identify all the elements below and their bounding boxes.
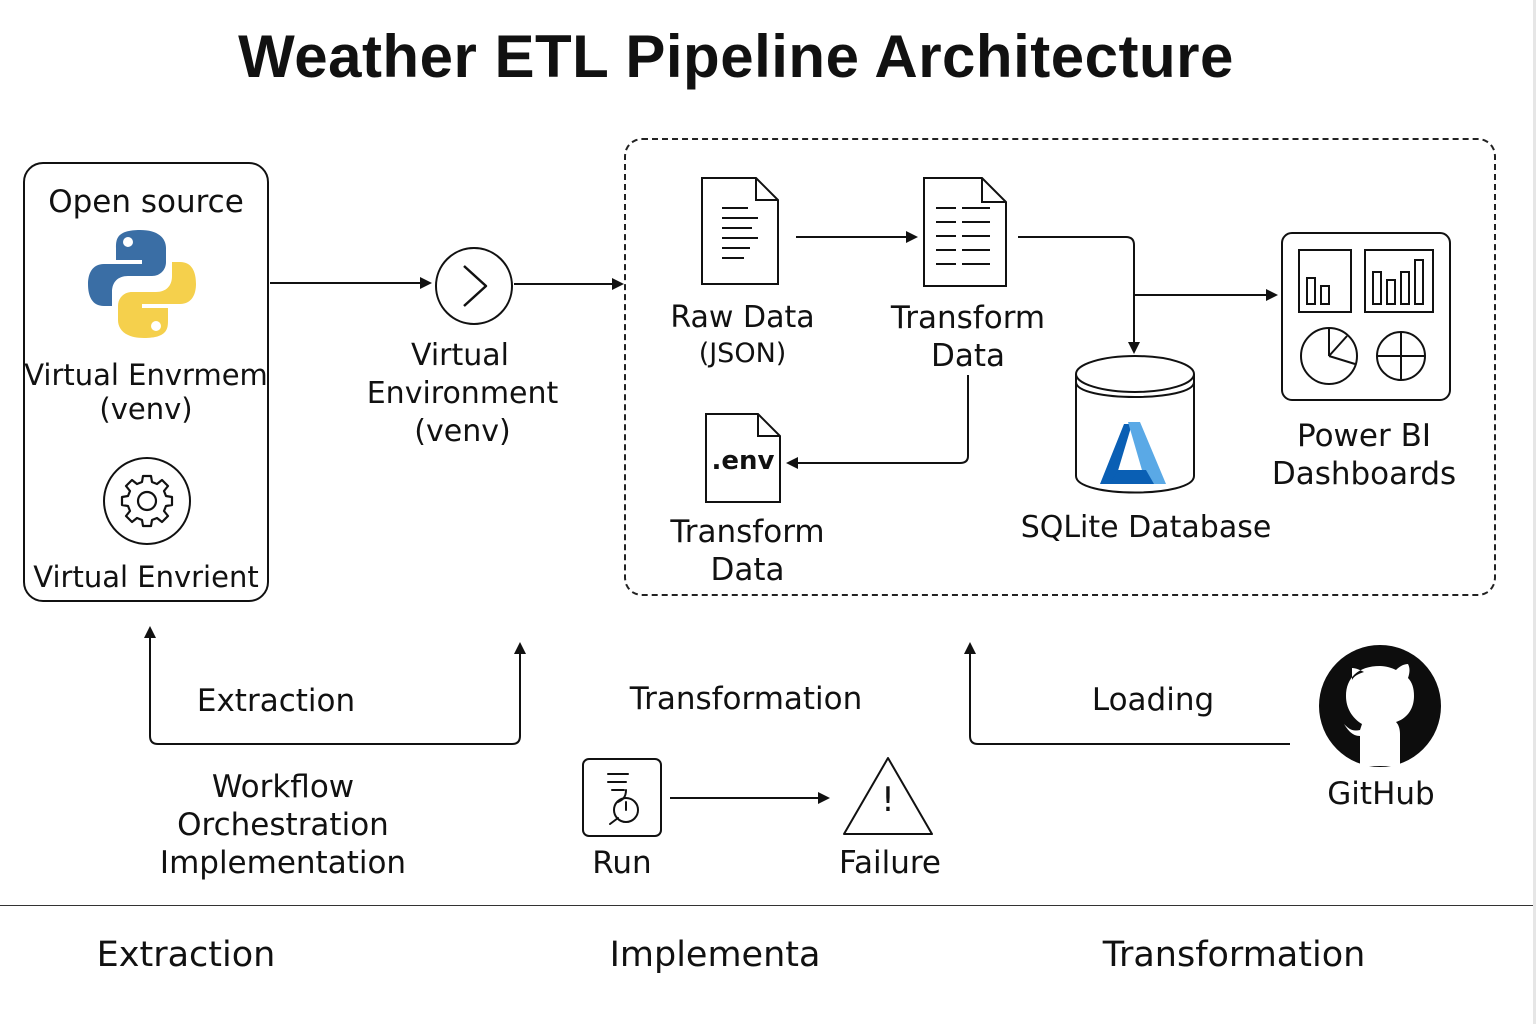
venv-label-line2: (venv) bbox=[99, 392, 193, 426]
python-logo-icon bbox=[88, 230, 196, 338]
warning-icon bbox=[843, 757, 933, 835]
run-icon bbox=[582, 758, 662, 837]
open-source-panel bbox=[23, 162, 269, 602]
footer-divider bbox=[0, 905, 1536, 906]
raw-data-label: Raw Data bbox=[670, 300, 815, 335]
venv-label-line1: Virtual Envrmem bbox=[24, 358, 268, 392]
footer-implementa: Implementa bbox=[609, 935, 821, 975]
github-label: GitHub bbox=[1327, 776, 1435, 812]
footer-extraction: Extraction bbox=[96, 935, 276, 975]
transform-data-label-line2: Data bbox=[930, 338, 1006, 374]
virtual-env-line1: Virtual bbox=[410, 338, 510, 373]
power-bi-label-line2: Dashboards bbox=[1271, 456, 1457, 492]
workflow-label-line2: Orchestration bbox=[177, 807, 389, 843]
env-transform-label-line1: Transform bbox=[670, 514, 825, 550]
stage-extraction-label: Extraction bbox=[196, 683, 356, 719]
env-file-text: .env bbox=[711, 446, 775, 476]
footer-transformation: Transformation bbox=[1102, 935, 1366, 975]
stage-transformation-label: Transformation bbox=[629, 681, 863, 717]
chevron-right-icon bbox=[435, 247, 513, 325]
virtual-env-line2: Environment bbox=[366, 376, 559, 411]
virtual-env-line3: (venv) bbox=[414, 414, 511, 449]
github-logo-icon bbox=[1319, 645, 1441, 767]
right-edge-border bbox=[1533, 0, 1536, 1024]
sqlite-database-label: SQLite Database bbox=[1020, 510, 1272, 545]
pipeline-panel bbox=[624, 138, 1496, 596]
power-bi-label-line1: Power BI bbox=[1297, 418, 1431, 454]
virtual-envrient-label: Virtual Envrient bbox=[33, 560, 259, 594]
transform-data-document-icon bbox=[923, 177, 1007, 287]
failure-label: Failure bbox=[839, 845, 941, 881]
workflow-label-line1: Workflow bbox=[211, 769, 355, 805]
stage-loading-label: Loading bbox=[1091, 682, 1215, 718]
transform-data-label-line1: Transform bbox=[890, 300, 1046, 336]
power-bi-dashboard-icon bbox=[1281, 232, 1451, 401]
raw-data-format: (JSON) bbox=[698, 338, 787, 369]
env-transform-label-line2: Data bbox=[710, 552, 785, 588]
env-file-icon bbox=[705, 413, 781, 503]
page-title: Weather ETL Pipeline Architecture bbox=[238, 23, 1234, 90]
database-icon bbox=[1075, 355, 1195, 494]
warning-mark: ! bbox=[881, 780, 895, 820]
raw-data-document-icon bbox=[701, 177, 779, 285]
gear-icon bbox=[103, 457, 191, 545]
run-label: Run bbox=[592, 845, 652, 881]
open-source-heading: Open source bbox=[48, 184, 244, 220]
workflow-label-line3: Implementation bbox=[159, 845, 407, 881]
